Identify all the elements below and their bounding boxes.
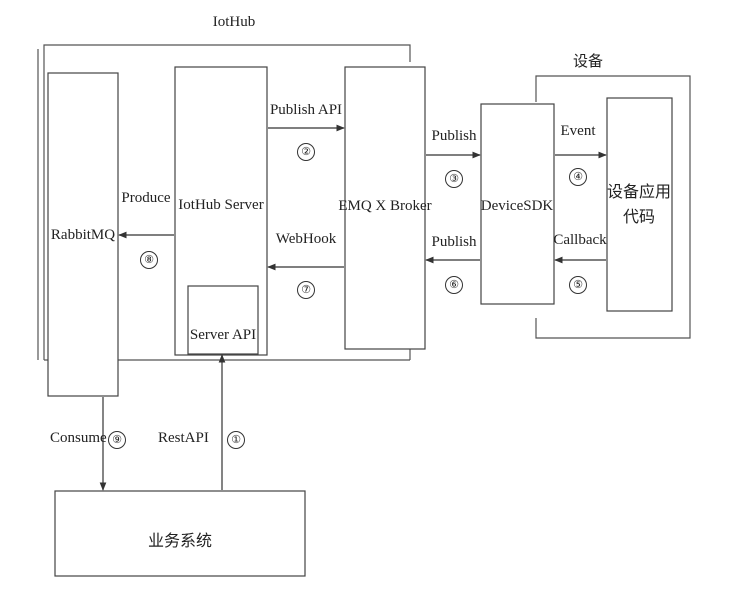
edge-label-publish-api: Publish API: [269, 102, 343, 118]
step-4: ④: [569, 168, 587, 186]
iothub-group-label: IotHub: [212, 14, 256, 30]
device-sdk-label: DeviceSDK: [480, 198, 554, 214]
device-app-label-line1: 设备应用: [606, 184, 672, 201]
edge-label-rest-api: RestAPI: [158, 430, 209, 446]
emqx-broker-label: EMQ X Broker: [338, 198, 432, 214]
edge-label-event: Event: [560, 123, 596, 139]
step-9: ⑨: [108, 431, 126, 449]
device-group-label: 设备: [572, 54, 604, 70]
device-app-label-line2: 代码: [622, 209, 656, 226]
emqx-broker-box: [344, 66, 426, 350]
rabbitmq-label: RabbitMQ: [50, 227, 116, 243]
device-app-box: [606, 97, 673, 312]
rabbitmq-box: [47, 72, 119, 397]
edge-label-publish-to-sdk: Publish: [431, 128, 477, 144]
step-7: ⑦: [297, 281, 315, 299]
server-api-box: [187, 285, 259, 355]
edge-label-callback: Callback: [553, 232, 607, 248]
iothub-server-label: IotHub Server: [178, 197, 264, 213]
business-system-box: [54, 490, 306, 577]
edge-label-consume: Consume: [50, 430, 107, 446]
step-6: ⑥: [445, 276, 463, 294]
step-8: ⑧: [140, 251, 158, 269]
business-system-label: 业务系统: [147, 533, 213, 550]
edge-label-produce: Produce: [121, 190, 171, 206]
server-api-label: Server API: [189, 327, 257, 343]
edge-label-publish-to-broker: Publish: [431, 234, 477, 250]
step-1: ①: [227, 431, 245, 449]
step-2: ②: [297, 143, 315, 161]
device-sdk-box: [480, 103, 555, 305]
step-5: ⑤: [569, 276, 587, 294]
step-3: ③: [445, 170, 463, 188]
device-group-frame: [535, 75, 691, 339]
edge-label-webhook: WebHook: [275, 231, 337, 247]
